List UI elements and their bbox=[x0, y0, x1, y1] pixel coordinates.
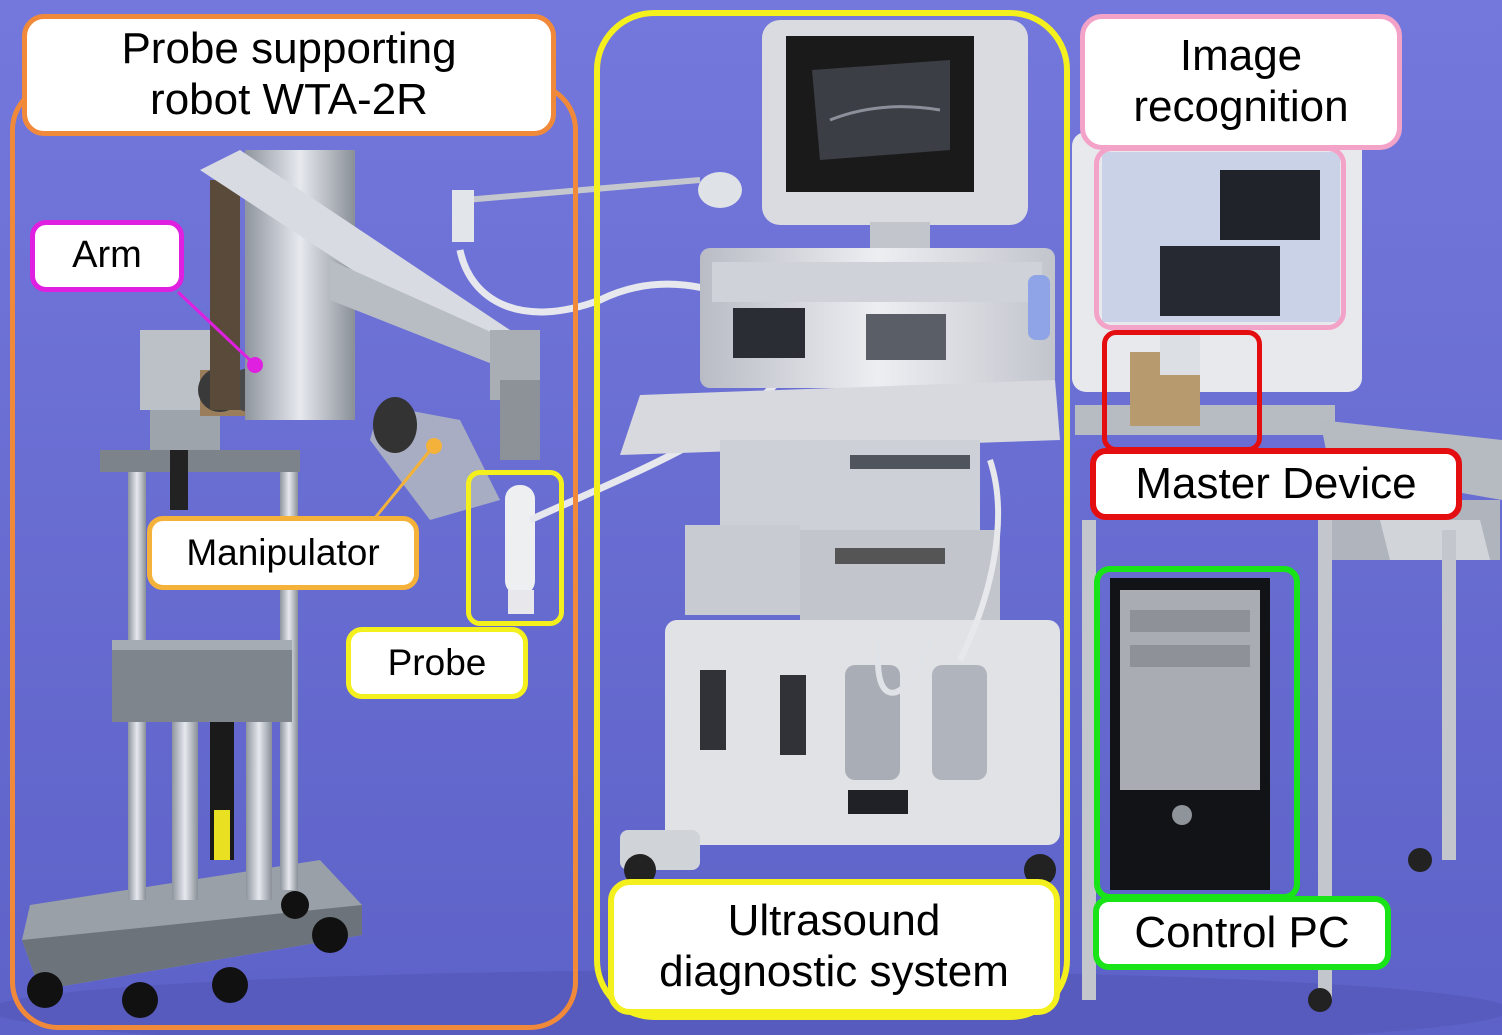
control-pc-region-frame bbox=[1094, 566, 1300, 900]
probe-region-frame bbox=[466, 470, 564, 626]
manipulator-label: Manipulator bbox=[147, 516, 419, 590]
control-pc-label: Control PC bbox=[1093, 896, 1391, 970]
arm-leader-line bbox=[176, 290, 254, 364]
control-pc-tower bbox=[1110, 578, 1270, 890]
ultrasound-region-frame bbox=[594, 10, 1070, 1020]
robot-arm bbox=[140, 150, 540, 460]
support-rod bbox=[464, 177, 701, 203]
master-device-region-frame bbox=[1102, 330, 1262, 452]
ultrasound-system-label: Ultrasound diagnostic system bbox=[608, 879, 1060, 1015]
image-recognition-label: Image recognition bbox=[1080, 14, 1402, 150]
image-recognition-region-frame bbox=[1094, 146, 1346, 330]
ultrasound-machine bbox=[620, 20, 1060, 886]
robot-base bbox=[22, 860, 362, 1018]
robot-label: Probe supporting robot WTA-2R bbox=[22, 14, 556, 136]
probe-label: Probe bbox=[346, 627, 528, 699]
arm-label: Arm bbox=[30, 220, 184, 292]
manipulator-leader-line bbox=[368, 447, 434, 525]
master-device-label: Master Device bbox=[1090, 448, 1462, 520]
